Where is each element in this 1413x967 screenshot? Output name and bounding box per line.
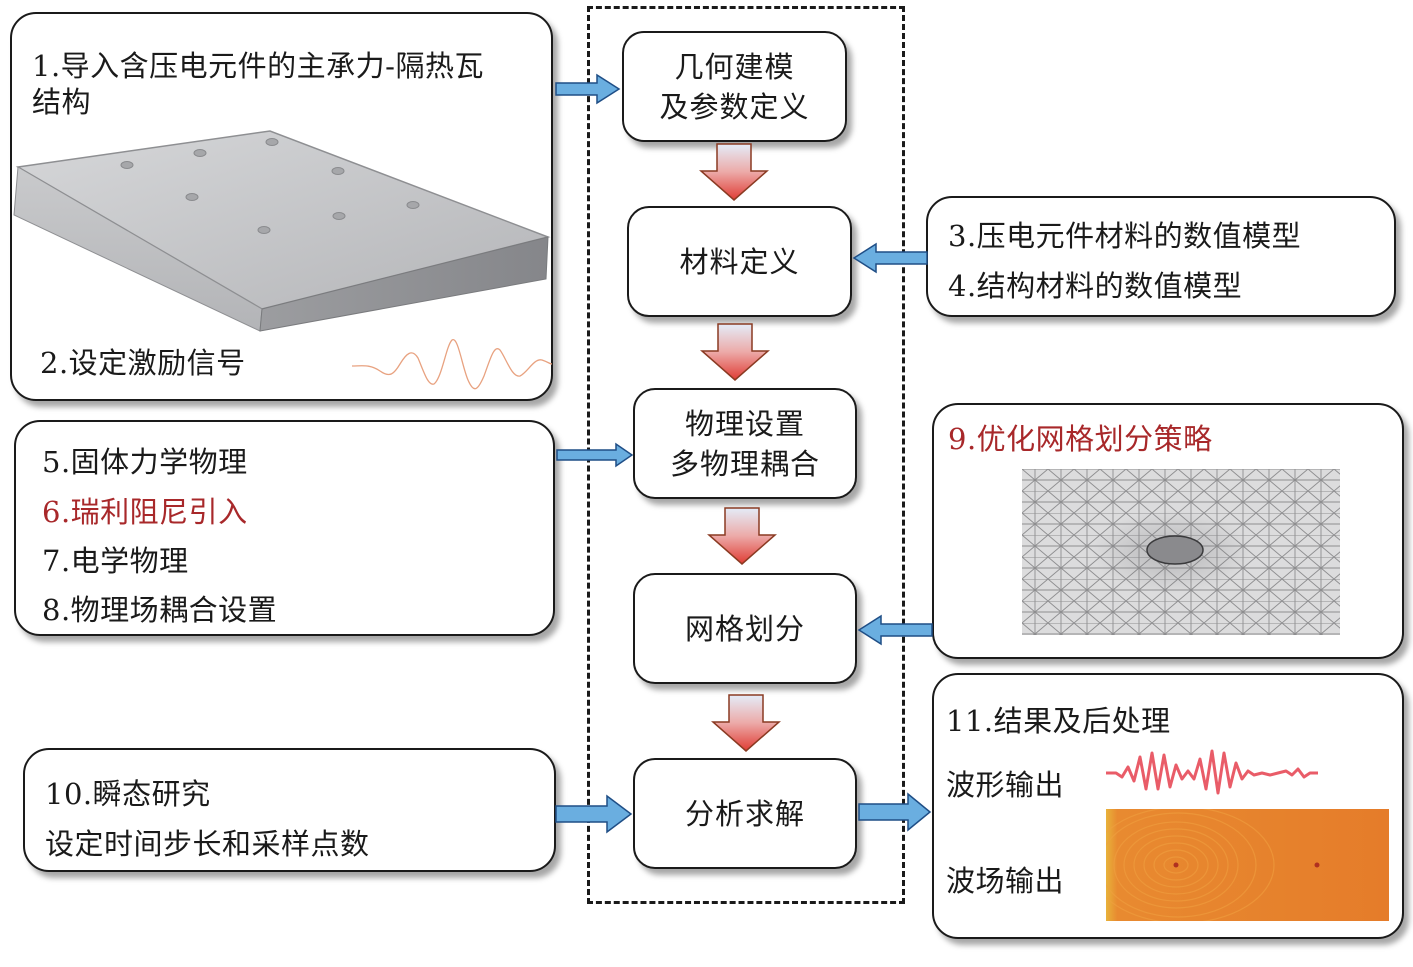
transient-study-panel: 10.瞬态研究 设定时间步长和采样点数 [23, 748, 556, 872]
actuator-point [1173, 862, 1179, 868]
arrow-mesh-strategy-to-flow [857, 614, 933, 646]
mesh-strategy-panel: 9.优化网格划分策略 [932, 403, 1404, 659]
results-panel: 11.结果及后处理 波形输出 波场输出 [932, 673, 1404, 939]
physics-settings-panel: 5.固体力学物理 6.瑞利阻尼引入 7.电学物理 8.物理场耦合设置 [14, 420, 555, 636]
arrow-materials-to-flow [852, 242, 928, 274]
flow-step-physics-line2: 多物理耦合 [669, 446, 820, 481]
study-title: 10.瞬态研究 [45, 777, 211, 811]
piezo-element [406, 201, 420, 209]
waveform-output-image [1106, 749, 1318, 795]
flow-step-mesh-label: 网格划分 [684, 611, 805, 646]
wavefield-background [1106, 809, 1389, 921]
import-title-line2: 结构 [32, 85, 92, 119]
piezo-element [332, 212, 346, 220]
import-title-line1: 1.导入含压电元件的主承力-隔热瓦 [32, 49, 484, 83]
arrow-solve-to-results [858, 792, 932, 832]
wavefield-output-label: 波场输出 [946, 864, 1065, 898]
physics-item-coupling: 8.物理场耦合设置 [42, 593, 278, 627]
flow-step-solve[interactable]: 分析求解 [633, 758, 857, 869]
flow-step-material-label: 材料定义 [679, 244, 800, 279]
piezo-element-mesh [1146, 535, 1204, 565]
material-models-panel: 3.压电元件材料的数值模型 4.结构材料的数值模型 [926, 196, 1396, 317]
flow-step-physics[interactable]: 物理设置 多物理耦合 [633, 388, 857, 499]
flow-arrow-down-1 [699, 143, 769, 201]
excitation-signal-label: 2.设定激励信号 [40, 346, 246, 380]
flow-arrow-down-4 [711, 694, 781, 752]
results-title: 11.结果及后处理 [946, 704, 1171, 738]
piezo-element [193, 149, 207, 157]
wavefield-output-image [1106, 809, 1389, 921]
material-item-structure: 4.结构材料的数值模型 [948, 269, 1243, 303]
physics-item-solid-mechanics: 5.固体力学物理 [42, 445, 248, 479]
flow-arrow-down-2 [700, 323, 770, 381]
arrow-study-to-solve [555, 794, 633, 834]
flow-step-physics-line1: 物理设置 [684, 406, 805, 441]
physics-item-rayleigh-damping: 6.瑞利阻尼引入 [42, 495, 248, 529]
material-item-piezo: 3.压电元件材料的数值模型 [948, 219, 1302, 253]
study-detail: 设定时间步长和采样点数 [45, 827, 370, 861]
mesh-strategy-title: 9.优化网格划分策略 [948, 422, 1213, 456]
piezo-element [265, 138, 279, 146]
waveform-output-label: 波形输出 [946, 768, 1065, 802]
flow-step-geometry-line2: 及参数定义 [659, 89, 810, 124]
arrow-physics-to-flow [556, 442, 634, 468]
mesh-image [1022, 469, 1340, 635]
import-structure-panel: 1.导入含压电元件的主承力-隔热瓦 结构 2.设定激励信号 [10, 12, 553, 401]
flow-step-material[interactable]: 材料定义 [627, 206, 852, 317]
plate-front-face [259, 236, 549, 332]
piezo-element [120, 161, 134, 169]
flow-step-geometry[interactable]: 几何建模 及参数定义 [622, 31, 847, 142]
piezo-element [331, 167, 345, 175]
flow-step-mesh[interactable]: 网格划分 [633, 573, 857, 684]
sensor-point [1314, 862, 1320, 868]
flow-step-solve-label: 分析求解 [684, 796, 805, 831]
arrow-import-to-geometry [555, 73, 621, 105]
piezo-element [257, 226, 271, 234]
piezo-element [185, 193, 199, 201]
physics-item-electrostatics: 7.电学物理 [42, 544, 189, 578]
excitation-signal-waveform [352, 339, 552, 390]
flow-step-geometry-line1: 几何建模 [674, 49, 795, 84]
plate-structure-image [13, 130, 551, 332]
flow-arrow-down-3 [707, 507, 777, 565]
